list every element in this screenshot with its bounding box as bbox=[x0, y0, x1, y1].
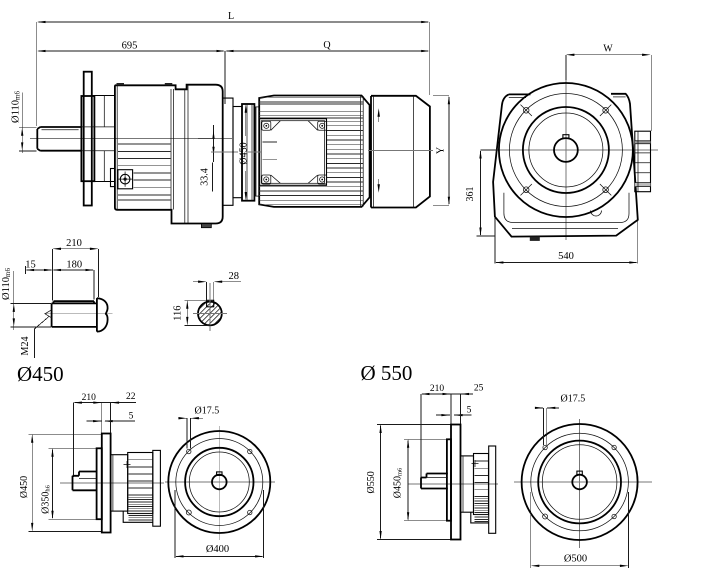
svg-text:Ø350h6: Ø350h6 bbox=[40, 484, 51, 513]
svg-text:540: 540 bbox=[558, 251, 574, 262]
svg-text:Ø450: Ø450 bbox=[17, 362, 64, 386]
svg-text:Ø110m6: Ø110m6 bbox=[11, 91, 22, 123]
svg-text:15: 15 bbox=[25, 259, 36, 270]
svg-text:210: 210 bbox=[66, 238, 82, 249]
svg-text:210: 210 bbox=[82, 393, 97, 403]
svg-text:22: 22 bbox=[126, 392, 136, 402]
svg-text:Y: Y bbox=[436, 147, 447, 154]
svg-text:Ø450m6: Ø450m6 bbox=[393, 467, 404, 498]
svg-text:Ø 550: Ø 550 bbox=[361, 361, 413, 385]
svg-text:5: 5 bbox=[467, 405, 472, 415]
svg-text:L: L bbox=[228, 11, 234, 22]
svg-text:Ø450: Ø450 bbox=[19, 476, 30, 498]
svg-text:Q: Q bbox=[323, 40, 331, 51]
svg-text:361: 361 bbox=[465, 187, 476, 202]
svg-text:180: 180 bbox=[66, 259, 82, 270]
svg-text:Ø500: Ø500 bbox=[564, 554, 587, 565]
svg-text:25: 25 bbox=[474, 384, 484, 394]
svg-text:Ø17.5: Ø17.5 bbox=[195, 406, 220, 417]
svg-text:695: 695 bbox=[122, 41, 138, 52]
svg-text:5: 5 bbox=[129, 411, 134, 421]
svg-text:28: 28 bbox=[229, 271, 240, 282]
svg-text:Ø550: Ø550 bbox=[366, 471, 377, 493]
svg-text:Ø17.5: Ø17.5 bbox=[561, 394, 586, 405]
svg-text:33.4: 33.4 bbox=[199, 168, 210, 186]
svg-text:Ø400: Ø400 bbox=[206, 544, 229, 555]
svg-text:M24: M24 bbox=[20, 337, 31, 356]
svg-text:W: W bbox=[603, 44, 613, 55]
svg-text:Ø450: Ø450 bbox=[239, 142, 250, 164]
svg-text:Ø110m6: Ø110m6 bbox=[1, 268, 12, 300]
svg-text:210: 210 bbox=[430, 384, 445, 394]
svg-text:116: 116 bbox=[173, 306, 184, 321]
